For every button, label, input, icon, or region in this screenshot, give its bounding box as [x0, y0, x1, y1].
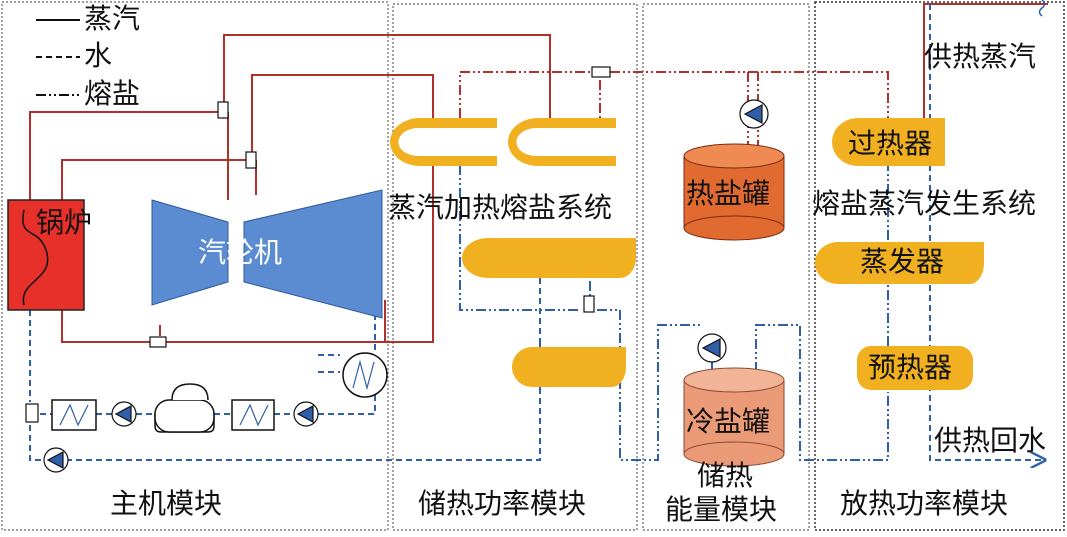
heater-zigzags: [59, 359, 375, 427]
salt-lines-hot: [459, 71, 889, 165]
cold-salt-tank-label: 冷盐罐: [686, 405, 771, 438]
turbine-label: 汽轮机: [198, 236, 283, 269]
legend-salt-label: 熔盐: [84, 77, 141, 110]
heat-supply-steam-label: 供热蒸汽: [924, 40, 1037, 73]
steam-salt-exchanger-1: [390, 118, 497, 166]
superheater-label: 过热器: [848, 127, 933, 160]
preheater-label: 预热器: [868, 351, 953, 384]
steam-salt-exchanger-3: [462, 238, 636, 278]
boiler-label: 锅炉: [36, 206, 93, 239]
module-label-storage-energy-1: 储热: [697, 459, 754, 492]
pumps: [43, 99, 769, 473]
heat-supply-return-label: 供热回水: [934, 424, 1047, 457]
module-label-storage-power: 储热功率模块: [418, 487, 587, 520]
module-frame-storage-energy: [642, 3, 810, 531]
evaporator-shape: [814, 242, 984, 284]
legend-steam-label: 蒸汽: [84, 2, 141, 35]
module-label-host: 主机模块: [110, 487, 223, 520]
turbine-hp: [151, 199, 229, 306]
module-label-release-power: 放热功率模块: [840, 487, 1009, 520]
superheater-shape: [832, 118, 945, 166]
turbine-lp: [243, 189, 383, 319]
module-frame-release-power: [814, 1, 1065, 531]
salt-steam-gen-system-label: 熔盐蒸汽发生系统: [812, 187, 1037, 220]
deaerator-dome: [171, 383, 209, 401]
module-frame-storage-power: [392, 3, 638, 531]
steam-lines: [29, 0, 1048, 343]
steam-heating-system-label: 蒸汽加热熔盐系统: [388, 191, 613, 224]
cold-salt-tank-shape: [683, 367, 785, 467]
preheater-shape: [857, 346, 973, 390]
boiler-coil: [22, 209, 49, 306]
storage-cooler: [512, 347, 626, 387]
hot-salt-tank-shape: [683, 143, 785, 241]
boiler: [7, 199, 85, 311]
valves: [25, 66, 611, 423]
hot-salt-tank-label: 热盐罐: [686, 177, 771, 210]
module-frame-host: [1, 1, 389, 531]
module-label-storage-energy-2: 能量模块: [665, 493, 778, 526]
evaporator-label: 蒸发器: [860, 245, 945, 278]
steam-salt-exchanger-2: [508, 118, 616, 166]
legend-water-label: 水: [84, 39, 113, 72]
feedwater-equipment: [51, 352, 388, 433]
